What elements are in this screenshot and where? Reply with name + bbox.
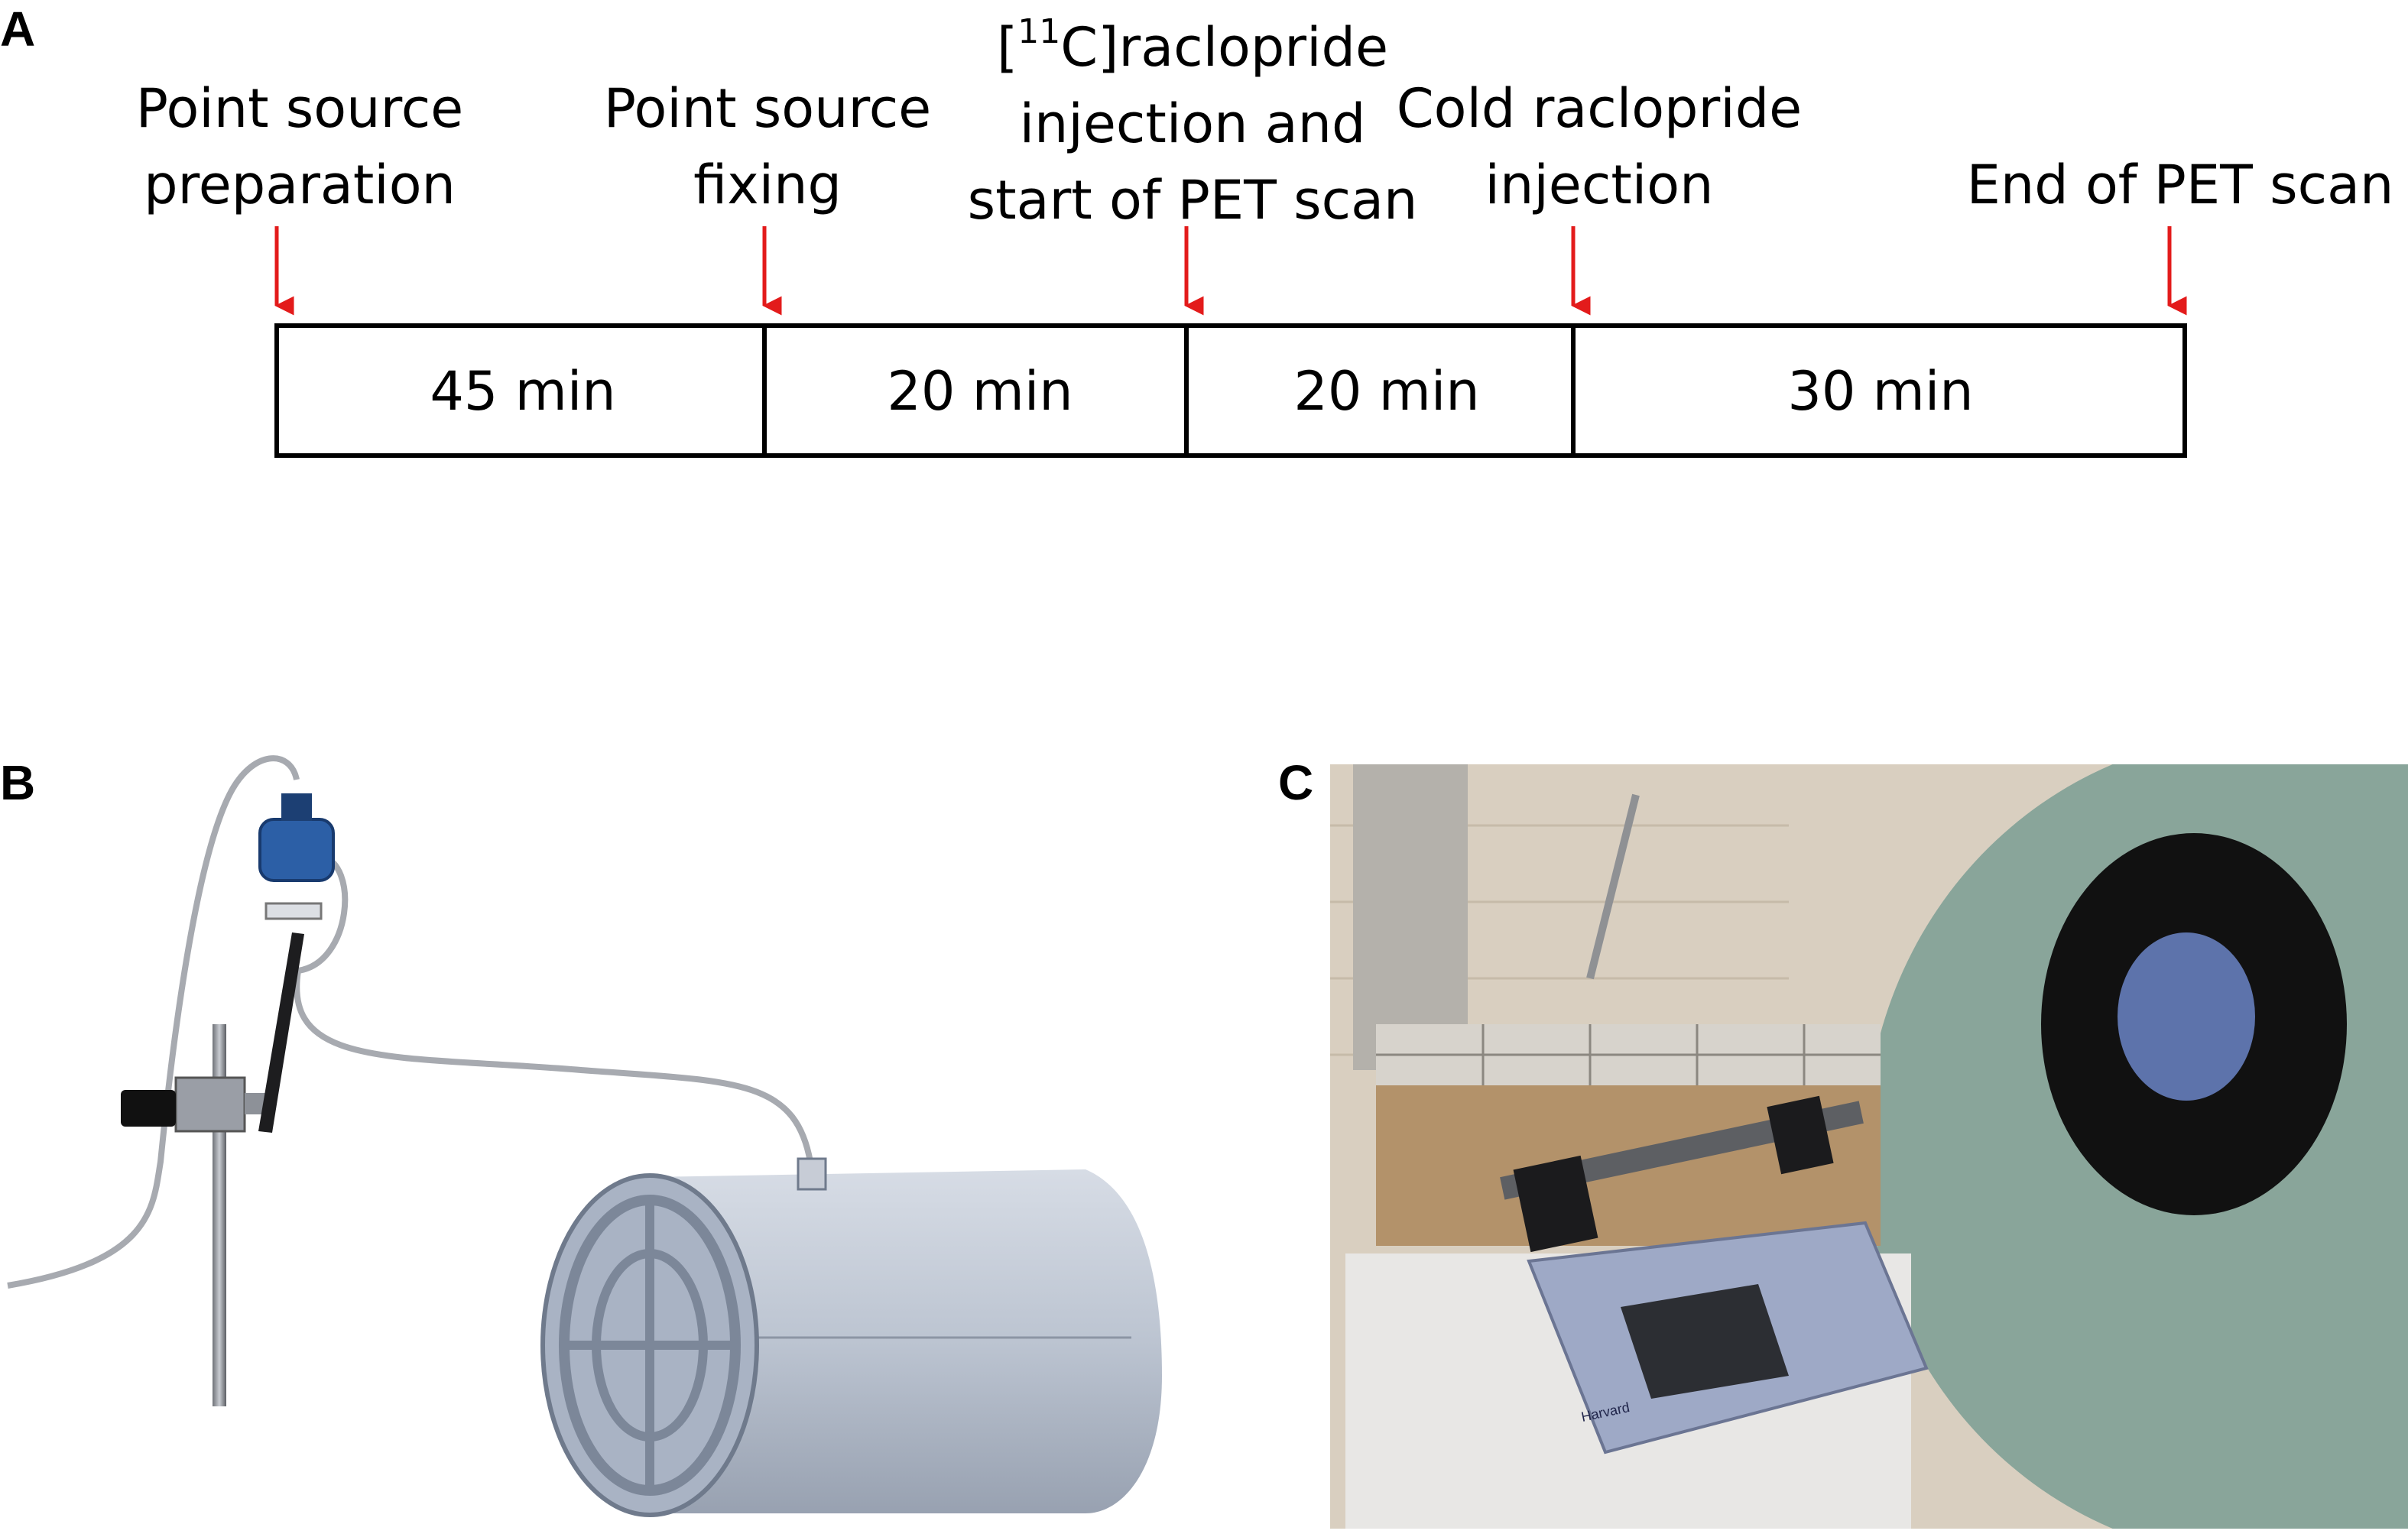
restrainer-illustration	[7, 755, 1162, 1517]
pump-screen	[1621, 1284, 1789, 1399]
swivel-top	[281, 793, 312, 821]
photo-column	[1353, 764, 1468, 1070]
event-label-point-source-preparation: Point source preparation	[135, 77, 464, 216]
syringe-clamp	[1767, 1095, 1834, 1175]
segment-label: 20 min	[887, 360, 1073, 423]
setup-photo: Harvard	[1330, 764, 2408, 1529]
panel-letter-b: B	[0, 755, 36, 810]
segment-label: 20 min	[1293, 360, 1480, 423]
panel-letter-a: A	[0, 2, 36, 57]
holder-arm	[258, 932, 304, 1133]
event-label-raclopride-injection: [11C]raclopride injection and start of P…	[967, 12, 1418, 232]
tube-port	[797, 1157, 827, 1191]
catheter-holder-rod	[1586, 793, 1640, 980]
stand-clamp	[174, 1076, 246, 1133]
syringe-clamp	[1513, 1155, 1598, 1253]
catheter-tube	[7, 755, 300, 1289]
segment-label: 30 min	[1787, 360, 1974, 423]
panel-letter-c: C	[1278, 755, 1314, 810]
event-label-end-of-pet-scan: End of PET scan	[1966, 154, 2394, 216]
timeline-bar	[274, 323, 2187, 458]
segment-label: 45 min	[430, 360, 616, 423]
stand-knob	[121, 1090, 176, 1127]
holder-clip	[264, 902, 323, 920]
pet-scanner-bore-grid	[2118, 932, 2255, 1101]
catheter-tube	[294, 853, 813, 1163]
timeline-diagram	[274, 226, 2187, 458]
restrainer-tube	[650, 1169, 1162, 1513]
swivel-blue	[258, 818, 335, 882]
event-label-cold-raclopride-injection: Cold raclopride injection	[1396, 77, 1803, 216]
event-label-point-source-fixing: Point source fixing	[603, 77, 932, 216]
